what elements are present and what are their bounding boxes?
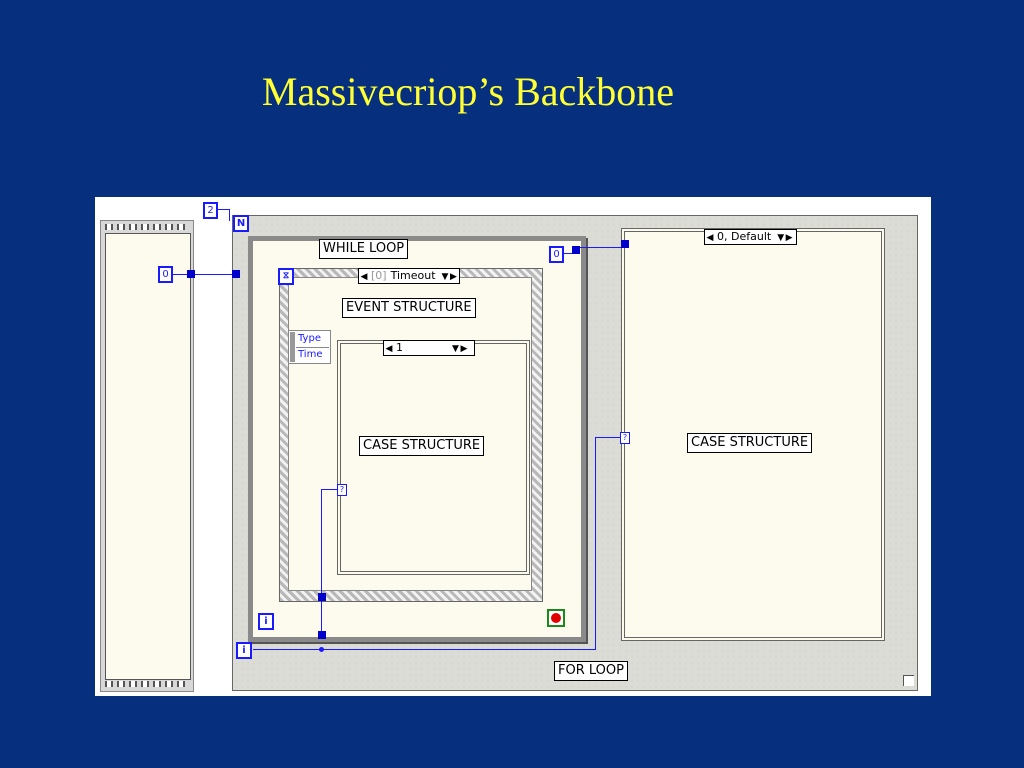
left-wire-tunnel-b xyxy=(232,270,240,278)
right-case-next-arrow[interactable]: ▶ xyxy=(785,233,793,243)
event-name: Timeout xyxy=(390,269,436,282)
event-tunnel xyxy=(318,593,326,601)
event-data-type[interactable]: Type xyxy=(298,333,321,344)
event-data-time[interactable]: Time xyxy=(298,349,323,360)
right-zero-wire xyxy=(564,253,576,254)
stop-indicator xyxy=(551,613,561,623)
event-data-divider xyxy=(296,347,329,348)
chevron-down-icon[interactable]: ▼ xyxy=(777,233,785,243)
block-diagram: 2 N WHILE LOOP ⧖ ◀[0]Timeout▼▶ EVENT STR… xyxy=(95,197,931,696)
event-prev-arrow[interactable]: ◀ xyxy=(360,272,368,282)
right-zero-constant[interactable]: 0 xyxy=(549,246,564,263)
for-loop-label: FOR LOOP xyxy=(554,661,628,681)
count-wire-down xyxy=(229,209,230,221)
inner-selector-wire-v xyxy=(321,489,322,634)
count-wire xyxy=(218,209,230,210)
chevron-down-icon[interactable]: ▼ xyxy=(441,272,449,282)
filmstrip-bottom xyxy=(105,681,189,687)
stop-icon[interactable] xyxy=(547,609,565,627)
for-loop-resize-corner[interactable] xyxy=(903,675,914,686)
event-next-arrow[interactable]: ▶ xyxy=(449,272,457,282)
right-case-structure-label: CASE STRUCTURE xyxy=(687,433,813,453)
slide-title: Massivecriop’s Backbone xyxy=(261,69,675,114)
inner-case-next-arrow[interactable]: ▶ xyxy=(460,344,468,354)
left-wire-tunnel-a xyxy=(187,270,195,278)
right-case-prev-arrow[interactable]: ◀ xyxy=(706,233,714,243)
right-case-selector[interactable]: ◀0, Default ▼▶ xyxy=(704,229,797,245)
inner-selector-wire-h xyxy=(321,489,337,490)
inner-case-structure-label: CASE STRUCTURE xyxy=(359,436,485,456)
for-iteration-terminal[interactable]: i xyxy=(236,642,252,659)
wire-junction xyxy=(319,647,324,652)
inner-case-structure-frame xyxy=(337,340,530,575)
while-loop-label: WHILE LOOP xyxy=(319,239,409,259)
chevron-down-icon[interactable]: ▼ xyxy=(452,344,459,354)
left-zero-constant[interactable]: 0 xyxy=(158,266,173,283)
sequence-frame-content xyxy=(105,233,191,680)
left-sequence-frame xyxy=(100,220,194,692)
while-tunnel xyxy=(318,631,326,639)
event-data-grip xyxy=(290,332,295,362)
event-index: [0] xyxy=(371,269,387,282)
event-data-node: Type Time xyxy=(288,330,331,364)
question-icon[interactable]: ? xyxy=(337,484,347,496)
while-iteration-terminal[interactable]: i xyxy=(258,613,274,630)
inner-case-prev-arrow[interactable]: ◀ xyxy=(385,344,393,354)
n-terminal[interactable]: N xyxy=(233,215,249,232)
for-i-wire-v xyxy=(595,437,596,650)
right-tunnel-a xyxy=(572,246,580,254)
hourglass-icon[interactable]: ⧖ xyxy=(278,268,294,285)
inner-case-value: 1 xyxy=(396,341,403,354)
event-structure-label: EVENT STRUCTURE xyxy=(342,298,476,318)
right-tunnel-b xyxy=(621,240,629,248)
right-zero-wire-top xyxy=(576,247,622,248)
right-selector-wire-h xyxy=(595,437,620,438)
inner-case-selector[interactable]: ◀1 ▼▶ xyxy=(383,340,475,356)
question-icon[interactable]: ? xyxy=(620,432,630,444)
right-case-value: 0, Default xyxy=(717,230,772,243)
loop-count-constant[interactable]: 2 xyxy=(203,202,218,219)
left-zero-wire xyxy=(173,274,233,275)
for-i-wire-h xyxy=(253,649,596,650)
filmstrip-top xyxy=(105,224,189,230)
event-selector[interactable]: ◀[0]Timeout ▼▶ xyxy=(358,268,460,284)
